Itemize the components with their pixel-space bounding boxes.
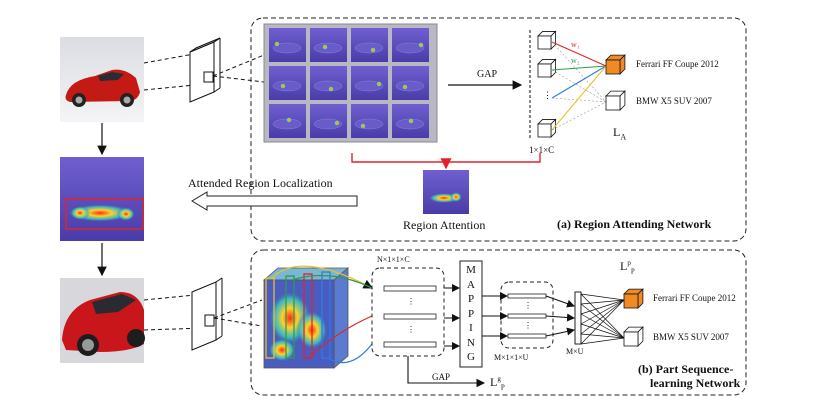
gap-label-a: GAP [477, 69, 498, 80]
mapping-letter: N [467, 336, 475, 349]
class-cube-ferrari [605, 54, 626, 75]
weight-label-1: w₁ [571, 40, 580, 49]
feature-map-cell [310, 104, 347, 138]
feature-map-cell [392, 28, 429, 62]
region-attention-thumbnail [423, 170, 469, 214]
ellipsis: ⋮ [407, 297, 415, 306]
panel-b-frame [250, 249, 747, 396]
mapping-letter: P [467, 293, 475, 305]
conv-kernel-bottom [143, 277, 263, 351]
feature-map-cell [392, 104, 429, 138]
vector-cubes-a: ⋮ [529, 30, 557, 140]
loss-lpp: LpP [620, 259, 635, 276]
ellipsis: ⋮ [407, 325, 415, 334]
class-label-b-1: Ferrari FF Coupe 2012 [653, 293, 736, 303]
class-cubes-a [605, 54, 626, 111]
feature-map-cell [351, 28, 388, 62]
attended-region-image [60, 157, 144, 241]
cropped-car-image [60, 278, 145, 363]
class-cubes-b [623, 288, 644, 347]
nc-label: N×1×1×C [377, 255, 410, 264]
mapping-letter: P [467, 307, 475, 320]
panel-a-frame [250, 17, 747, 242]
nc-vector-bars: ⋮⋮ [383, 285, 437, 348]
ellipsis: ⋮ [543, 90, 552, 100]
mapping-box [459, 260, 483, 368]
mu-label: M×1×1×U [494, 353, 529, 362]
feature-map-cell [351, 66, 388, 100]
feature-map-cell [310, 28, 347, 62]
vector-cube [537, 118, 557, 138]
ellipsis: ⋮ [524, 321, 532, 330]
feature-map-cell [351, 104, 388, 138]
feature-map-cell [269, 66, 306, 100]
vector-cube [537, 30, 557, 50]
mu-concat-bar [574, 291, 582, 345]
class-cube-ferrari-b [623, 288, 644, 309]
panel-b-title-2: learning Network [650, 376, 741, 390]
fc-lines-b [580, 293, 625, 345]
fc-lines-a [551, 41, 607, 131]
class-cube-bmw [605, 90, 626, 111]
feature-map-cell [269, 104, 306, 138]
class-label-a-2: BMW X5 SUV 2007 [636, 96, 712, 106]
conv-kernel-top [143, 37, 265, 103]
vector-label-a: 1×1×C [529, 145, 555, 155]
mu-vector [507, 293, 547, 299]
gap-label-b: GAP [432, 372, 451, 382]
mu2-label: M×U [566, 347, 584, 356]
feature-map-cell [269, 28, 306, 62]
mu-vector-bars: ⋮⋮ [507, 293, 547, 339]
mapping-letter: M [466, 264, 476, 276]
nc-vector [383, 341, 437, 348]
feature-stack-b [262, 267, 350, 369]
mu-vector [507, 333, 547, 339]
mapping-letter: G [467, 351, 475, 363]
feature-map-cell [310, 66, 347, 100]
nc-vector [383, 285, 437, 292]
panel-a-title: (a) Region Attending Network [557, 217, 712, 231]
class-label-b-2: BMW X5 SUV 2007 [653, 332, 729, 342]
stack-connectors [271, 265, 374, 364]
red-bracket [351, 153, 541, 168]
mapping-letter: A [467, 278, 475, 291]
region-attention-label: Region Attention [403, 218, 486, 232]
loss-la: LA [613, 125, 627, 142]
localization-label: Attended Region Localization [188, 176, 333, 190]
mu-vector [507, 313, 547, 319]
ellipsis: ⋮ [524, 301, 532, 310]
mapping-letter: I [469, 322, 473, 334]
weight-label-2: w₂ [571, 56, 580, 65]
nc-vector-box [371, 267, 445, 357]
feature-map-cell [392, 66, 429, 100]
nc-vector [383, 313, 437, 320]
input-car-image-top [60, 37, 144, 122]
vector-cube [537, 58, 557, 78]
class-cube-bmw-b [623, 326, 644, 347]
panel-b-title-1: (b) Part Sequence- [638, 362, 734, 376]
localization-arrow [191, 191, 358, 211]
loss-lgp: LgP [490, 375, 505, 392]
class-label-a-1: Ferrari FF Coupe 2012 [636, 59, 719, 69]
gap-arrow-b [407, 356, 486, 388]
